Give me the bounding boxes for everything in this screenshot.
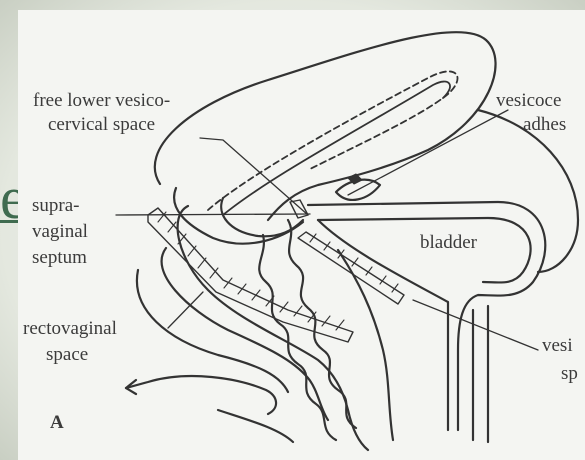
leader-vesico-space	[413, 300, 538, 350]
label-rectovaginal-line1: rectovaginal	[23, 318, 117, 340]
anatomy-figure: free lower vesico- cervical space vesico…	[18, 10, 585, 460]
leader-rectovaginal-space	[168, 292, 203, 328]
label-free-lower-line2: cervical space	[48, 114, 155, 136]
label-vesico-space-line1: vesi	[542, 335, 573, 357]
panel-letter: A	[50, 412, 64, 434]
perineum-curve	[218, 410, 293, 442]
anatomy-drawing	[18, 10, 585, 460]
vaginal-wall-anterior	[288, 220, 356, 428]
leader-vesicocervical-adhesion	[348, 110, 508, 195]
label-vesicocervical-line1: vesicoce	[496, 90, 561, 112]
label-vesicocervical-line2: adhes	[523, 114, 566, 136]
cervix-contour	[174, 188, 303, 244]
label-free-lower-line1: free lower vesico-	[33, 90, 170, 112]
hatching	[158, 212, 398, 330]
label-supravaginal-line2: vaginal	[32, 221, 88, 243]
leader-supravaginal-septum	[116, 214, 310, 215]
label-supravaginal-line1: supra-	[32, 195, 79, 217]
anal-canal	[126, 376, 276, 414]
uterus-outline	[155, 32, 496, 220]
vesicovaginal-band	[290, 200, 308, 218]
label-vesico-space-line2: sp	[561, 363, 578, 385]
label-bladder: bladder	[420, 232, 477, 254]
cavity-inner	[223, 82, 450, 215]
label-supravaginal-line3: septum	[32, 247, 87, 269]
label-rectovaginal-line2: space	[46, 344, 88, 366]
